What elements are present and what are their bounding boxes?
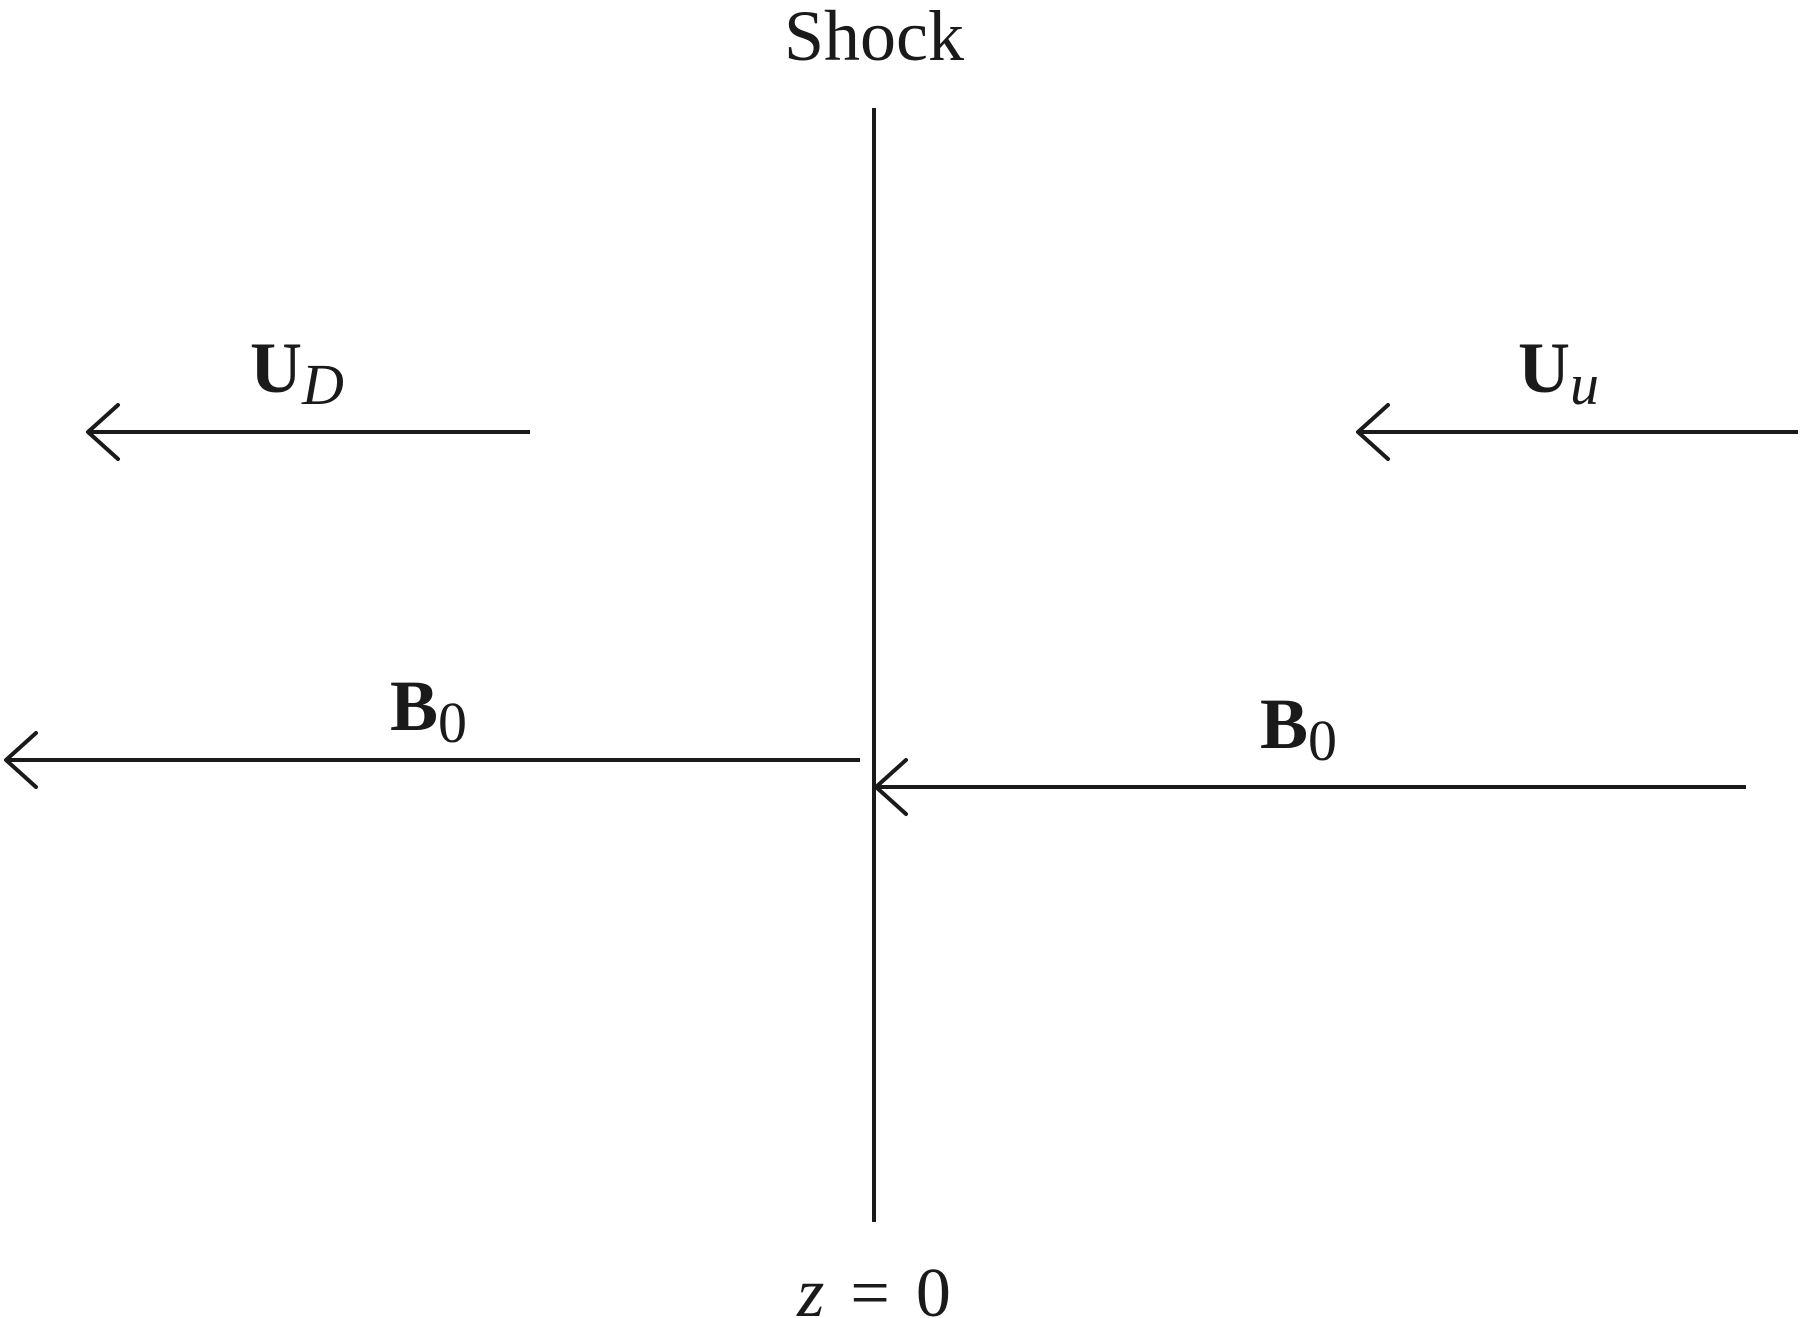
shock-position-label: z = 0: [796, 1255, 951, 1318]
upstream-velocity-arrow: [1356, 403, 1798, 461]
downstream-field-subscript: 0: [438, 690, 467, 755]
upstream-field-label: B0: [1260, 684, 1337, 773]
downstream-field-symbol: B: [390, 666, 438, 746]
upstream-velocity-symbol: U: [1518, 328, 1570, 408]
position-value: 0: [916, 1255, 951, 1318]
downstream-velocity-arrow: [86, 403, 530, 461]
position-variable: z: [796, 1255, 824, 1318]
downstream-field-label: B0: [390, 666, 467, 755]
downstream-velocity-symbol: U: [250, 328, 302, 408]
downstream-field-arrow: [4, 731, 860, 789]
upstream-velocity-label: Uu: [1518, 328, 1599, 417]
shock-title: Shock: [784, 0, 964, 76]
position-equals: =: [850, 1255, 889, 1318]
upstream-field-subscript: 0: [1308, 708, 1337, 773]
upstream-field-arrow: [874, 758, 1746, 816]
downstream-velocity-subscript: D: [301, 352, 344, 417]
downstream-velocity-label: UD: [250, 328, 344, 417]
upstream-velocity-subscript: u: [1570, 352, 1599, 417]
upstream-field-symbol: B: [1260, 684, 1308, 764]
